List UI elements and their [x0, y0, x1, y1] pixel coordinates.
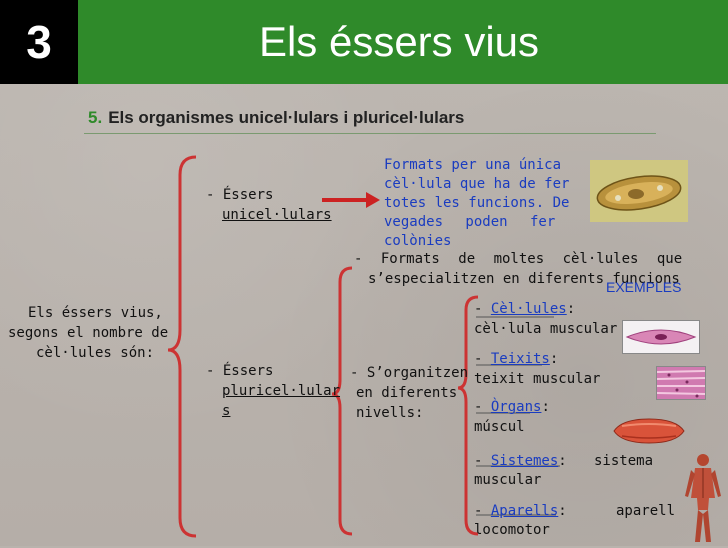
level-systems-name: Sistemes: [490, 453, 559, 469]
pluricellular-label-2: s: [222, 403, 231, 419]
unicellular-desc-5: colònies: [384, 233, 452, 249]
paramecium-icon: [590, 160, 688, 222]
slide-title-bar: Els éssers vius: [78, 0, 728, 84]
muscle-organ-image: [612, 416, 686, 446]
levels-brace: [457, 295, 479, 536]
level-apparatus-example-wrap: aparell locomotor: [474, 502, 676, 540]
subtitle-text: Els organismes unicel·lulars i pluricel·…: [108, 108, 465, 127]
examples-label: EXEMPLES: [606, 279, 682, 295]
pluricellular-org-3: nivells:: [356, 405, 424, 421]
paramecium-image: [590, 160, 688, 222]
level-systems: - Sistemes:: [474, 453, 567, 469]
subtitle-number: 5.: [88, 108, 103, 127]
slide-number: 3: [0, 0, 78, 84]
root-text-line1: Els éssers vius,: [28, 305, 163, 321]
level-apparatus: - Aparells:: [474, 503, 567, 519]
pluricellular-dash: - Éssers: [206, 363, 274, 379]
section-subtitle: 5. Els organismes unicel·lulars i plurice…: [88, 108, 464, 128]
unicellular-label: unicel·lulars: [222, 207, 332, 223]
slide-title: Els éssers vius: [258, 18, 540, 65]
muscle-cell-image: [622, 320, 700, 354]
pluricellular-formats-2: s’especialitzen en diferents funcions: [368, 271, 680, 287]
arrow-head: [366, 192, 380, 208]
unicellular-desc: Formats per una única cèl·lula que ha de…: [384, 156, 574, 251]
level-systems-example-wrap: sistema muscular: [474, 452, 654, 490]
level-organs: - Òrgans:: [474, 399, 550, 415]
pluri-brace: [331, 266, 353, 536]
main-brace: [167, 155, 197, 538]
level-systems-example: sistema muscular: [474, 453, 654, 488]
unicellular-dash: - Éssers: [206, 187, 274, 203]
pluricellular-label-1: pluricel·lular: [222, 383, 341, 399]
pluricellular-org-1: - S’organitzen: [350, 365, 469, 381]
level-tissues-name: Teixits: [490, 351, 550, 367]
unicellular-desc-2: cèl·lula que ha de fer: [384, 176, 570, 192]
muscle-tissue-icon: [656, 367, 706, 399]
root-text-line2: segons el nombre de: [8, 325, 169, 341]
level-organs-name: Òrgans: [490, 399, 542, 415]
muscle-organ-icon: [613, 418, 685, 444]
level-cells-example: cèl·lula muscular: [474, 321, 618, 337]
unicellular-desc-3: totes les funcions. De: [384, 195, 570, 211]
level-cells: - Cèl·lules:: [474, 301, 576, 317]
root-text-line3: cèl·lules són:: [36, 345, 155, 361]
pluricellular-formats-1: - Formats de moltes cèl·lules que: [354, 251, 683, 267]
unicellular-desc-4: vegades poden fer: [384, 214, 556, 230]
pluricellular-org-2: en diferents: [356, 385, 458, 401]
muscle-cell-icon: [625, 329, 697, 345]
level-organs-example: múscul: [474, 419, 525, 435]
muscle-tissue-image: [656, 366, 706, 400]
unicellular-desc-1: Formats per una única: [384, 157, 562, 173]
subtitle-underline: [84, 133, 656, 134]
level-tissues: - Teixits:: [474, 351, 559, 367]
level-apparatus-name: Aparells: [490, 503, 559, 519]
level-cells-name: Cèl·lules: [490, 301, 567, 317]
human-muscle-figure-icon: [685, 454, 721, 542]
muscular-system-figure: [682, 452, 724, 544]
level-tissues-example: teixit muscular: [474, 371, 601, 387]
level-apparatus-example: aparell locomotor: [474, 503, 676, 538]
